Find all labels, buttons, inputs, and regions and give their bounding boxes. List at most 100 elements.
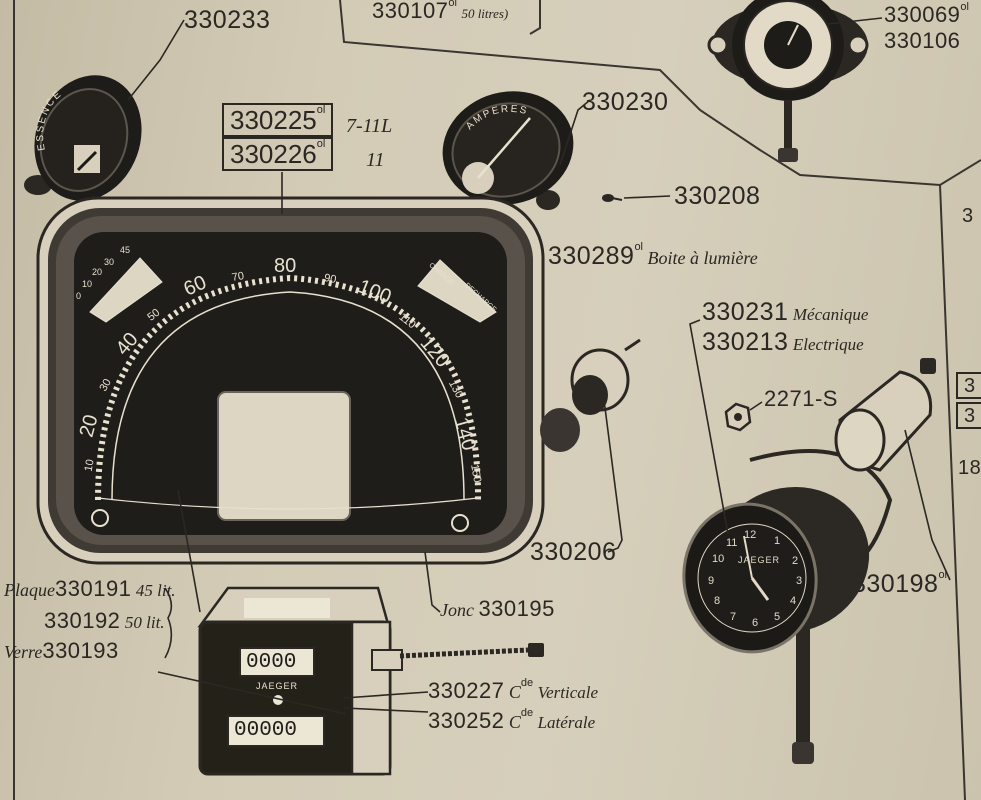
trip-counter-digits: 0000	[246, 651, 297, 674]
part-330208: 330208	[674, 182, 761, 210]
part-330069-number: 330069	[884, 2, 961, 27]
clock-cylinder-330198	[834, 358, 936, 472]
amperes-gauge: AMPERES	[442, 91, 574, 210]
clock-top-knob	[778, 148, 798, 162]
part-330213-note: Electrique	[792, 335, 864, 354]
leader-330208	[623, 195, 671, 199]
main-instrument-panel	[36, 196, 545, 565]
part-330289-note: Boite à lumière	[647, 248, 758, 268]
part-330227: 330227 Cde Verticale	[428, 677, 599, 702]
bracket-plaque	[164, 587, 173, 659]
essence-gauge-needle	[76, 150, 98, 172]
plaque-prefix: Plaque	[4, 580, 55, 600]
counter-jaeger-brand: JAEGER	[256, 681, 299, 691]
part-330226-number: 330226	[230, 139, 317, 169]
part-330198-sup: ol	[938, 569, 947, 581]
leader-jonc	[424, 551, 441, 613]
leader-330206	[603, 399, 623, 553]
part-330069: 330069ol	[884, 1, 969, 27]
part-330226-box: 330226ol	[222, 137, 334, 171]
part-330107: 330107ol 50 litres)	[372, 0, 508, 22]
verre-330193-number: 330193	[42, 638, 119, 663]
jonc-330195: Jonc 330195	[440, 598, 555, 620]
nut-2271-s	[724, 402, 752, 432]
part-330107-sup: ol	[448, 0, 457, 9]
fuel-scale-20: 20	[92, 267, 103, 277]
light-box-socket	[572, 375, 608, 415]
speed-20: 20	[75, 412, 103, 440]
fuel-scale-30: 30	[104, 257, 115, 267]
screw-shank	[611, 197, 623, 201]
cylinder-open-end	[834, 408, 886, 472]
part-330227-note: Verticale	[537, 683, 599, 702]
light-box-cap	[540, 408, 580, 452]
dash-clock-bottom	[682, 449, 893, 764]
clock-top-stem	[784, 100, 792, 152]
part-330230: 330230	[582, 88, 669, 116]
essence-gauge: ESSENCE	[24, 75, 142, 201]
clock-top-mount-right	[847, 34, 869, 56]
part-330225-note: 7-11L	[346, 115, 393, 137]
leader-330233	[127, 19, 185, 101]
speedometer-scale-band	[95, 274, 482, 501]
fuel-scale: 0 10 20 30 45	[72, 246, 152, 306]
clock-num-4: 4	[790, 595, 797, 607]
clock-bottom-hour-hand	[750, 577, 770, 601]
partial-box-2: 3	[956, 402, 981, 429]
screw-head	[602, 194, 614, 202]
top-box-bracket	[529, 0, 541, 35]
verre-prefix: Verre	[4, 642, 43, 662]
leader-verre	[157, 671, 347, 715]
plaque-330192-note: 50 lit.	[124, 613, 165, 632]
jonc-330195-number: 330195	[478, 596, 555, 621]
counter-box-side	[350, 620, 392, 776]
speed-10: 10	[82, 458, 97, 473]
clock-num-8: 8	[714, 595, 721, 607]
part-330069-sup: ol	[960, 1, 969, 13]
cylinder-knob	[920, 358, 936, 374]
part-330231-note: Mécanique	[792, 305, 869, 324]
part-330198: 330198ol	[852, 569, 947, 598]
verre-330193: Verre330193	[4, 640, 119, 662]
part-330227-c: C	[508, 682, 521, 702]
part-330226-note: 11	[366, 149, 385, 171]
part-330252: 330252 Cde Latérale	[428, 707, 595, 733]
speed-70: 70	[230, 270, 246, 284]
part-330233: 330233	[184, 6, 271, 34]
part-330226-sup: ol	[316, 138, 326, 150]
light-box-330206	[540, 338, 641, 452]
leader-330231	[689, 319, 729, 535]
fuel-scale-0: 0	[76, 291, 82, 301]
leader-plaque	[177, 489, 201, 613]
part-330252-sup: de	[520, 707, 534, 719]
part-330227-sup: de	[520, 677, 534, 689]
partial-box-1: 3	[956, 372, 981, 399]
counter-mount-tab	[371, 649, 403, 671]
part-330289-number: 330289	[548, 242, 635, 270]
clock-num-5: 5	[774, 611, 781, 623]
clock-num-10: 10	[712, 553, 725, 565]
partial-box-1-text: 3	[964, 375, 976, 397]
part-330225-box: 330225ol	[222, 103, 334, 137]
part-330252-number: 330252	[428, 708, 505, 733]
part-330198-number: 330198	[852, 570, 939, 598]
leader-2271s	[749, 401, 763, 411]
part-3-partial: 3	[962, 205, 974, 227]
counter-cable	[399, 647, 529, 659]
clock-num-6: 6	[752, 617, 759, 629]
clock-num-9: 9	[708, 575, 715, 587]
clock-bottom-clamp	[749, 449, 893, 562]
part-330289-sup: ol	[634, 241, 643, 253]
fuel-scale-45: 45	[120, 245, 131, 255]
partial-box-2-text: 3	[964, 405, 976, 427]
part-330107-note: 50 litres)	[461, 6, 509, 21]
trip-counter-unit	[197, 586, 544, 776]
dial-lower-curve	[97, 497, 479, 510]
dash-clock-top	[707, 0, 869, 162]
part-330289: 330289ol Boite à lumière	[548, 241, 758, 270]
fuel-scale-10: 10	[82, 279, 93, 289]
total-counter-digits: 00000	[234, 719, 298, 742]
clock-bottom-stem	[796, 600, 810, 750]
section-border-line	[339, 0, 981, 187]
